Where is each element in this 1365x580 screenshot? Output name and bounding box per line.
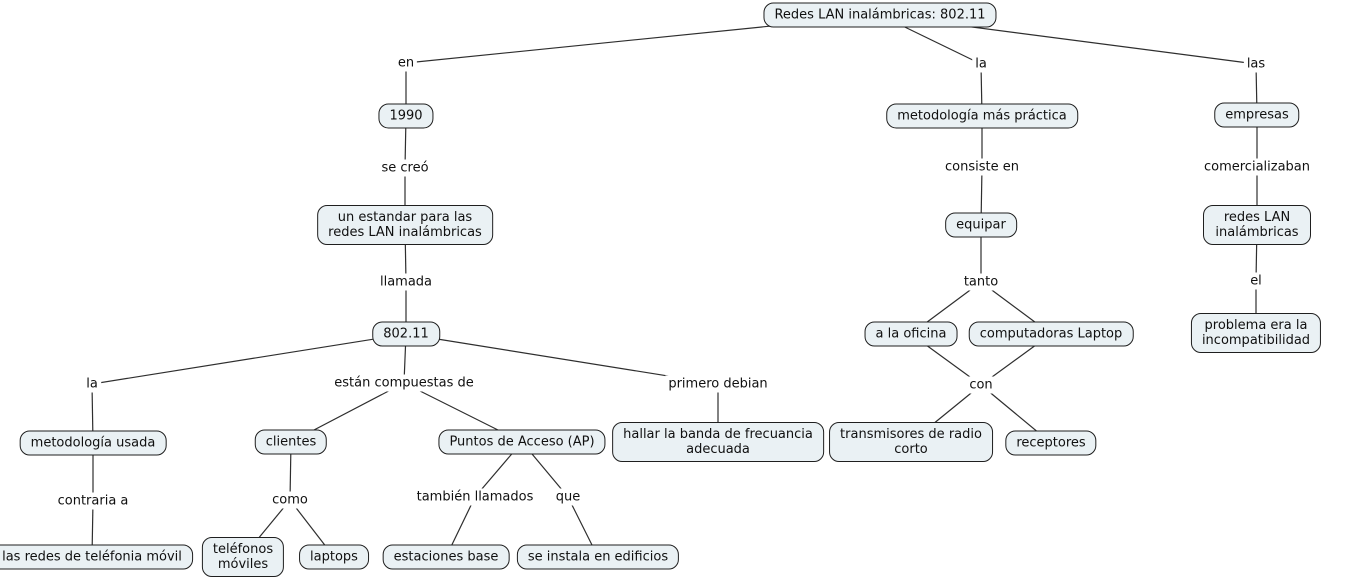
concept-node-empresas[interactable]: empresas	[1214, 102, 1300, 128]
concept-node-transmisores[interactable]: transmisores de radio corto	[829, 422, 993, 462]
concept-node-n1990[interactable]: 1990	[378, 103, 434, 129]
linking-phrase-llamada[interactable]: llamada	[376, 273, 436, 291]
linking-phrase-con[interactable]: con	[966, 376, 996, 394]
concept-node-redes_tel[interactable]: las redes de teléfonia móvil	[0, 544, 193, 570]
concept-node-hallar[interactable]: hallar la banda de frecuancia adecuada	[612, 422, 824, 462]
concept-node-puntos[interactable]: Puntos de Acceso (AP)	[438, 429, 606, 455]
linking-phrase-comercializaban[interactable]: comercializaban	[1200, 158, 1314, 176]
concept-node-receptores[interactable]: receptores	[1005, 430, 1097, 456]
linking-phrase-contraria[interactable]: contraria a	[54, 492, 132, 510]
concept-node-computadoras[interactable]: computadoras Laptop	[968, 321, 1134, 347]
concept-node-met_usada[interactable]: metodología usada	[19, 430, 167, 456]
linking-phrase-como[interactable]: como	[269, 491, 311, 509]
concept-node-root[interactable]: Redes LAN inalámbricas: 802.11	[763, 2, 997, 28]
concept-node-estandar[interactable]: un estandar para las redes LAN inalámbri…	[317, 205, 493, 245]
connection-line-n80211-la_left	[91, 333, 407, 385]
linking-phrase-consiste[interactable]: consiste en	[942, 158, 1022, 176]
linking-phrase-tanto[interactable]: tanto	[960, 273, 1002, 291]
linking-phrase-las_r[interactable]: las	[1243, 55, 1269, 73]
linking-phrase-la_mid[interactable]: la	[972, 55, 990, 73]
linking-phrase-tambien[interactable]: también llamados	[413, 488, 537, 506]
linking-phrase-primero[interactable]: primero debian	[665, 375, 771, 393]
linking-phrase-la_left[interactable]: la	[83, 375, 101, 393]
concept-node-oficina[interactable]: a la oficina	[864, 321, 958, 347]
linking-phrase-en[interactable]: en	[394, 54, 418, 72]
concept-node-equipar[interactable]: equipar	[945, 212, 1017, 238]
linking-phrase-compuestas[interactable]: están compuestas de	[331, 374, 477, 392]
concept-node-clientes[interactable]: clientes	[254, 429, 328, 455]
linking-phrase-el[interactable]: el	[1247, 272, 1265, 290]
concept-node-estaciones[interactable]: estaciones base	[382, 544, 510, 570]
concept-node-problema[interactable]: problema era la incompatibilidad	[1190, 313, 1322, 353]
concept-node-instala[interactable]: se instala en edificios	[516, 544, 680, 570]
concept-node-redes_lan2[interactable]: redes LAN inalámbricas	[1203, 205, 1311, 245]
linking-phrase-se_creo[interactable]: se creó	[378, 159, 432, 177]
concept-node-laptops[interactable]: laptops	[299, 544, 369, 570]
linking-phrase-que[interactable]: que	[552, 488, 584, 506]
concept-node-n80211[interactable]: 802.11	[372, 321, 440, 347]
concept-node-telefonos[interactable]: teléfonos móviles	[201, 537, 285, 577]
concept-node-met_practica[interactable]: metodología más práctica	[886, 103, 1078, 129]
